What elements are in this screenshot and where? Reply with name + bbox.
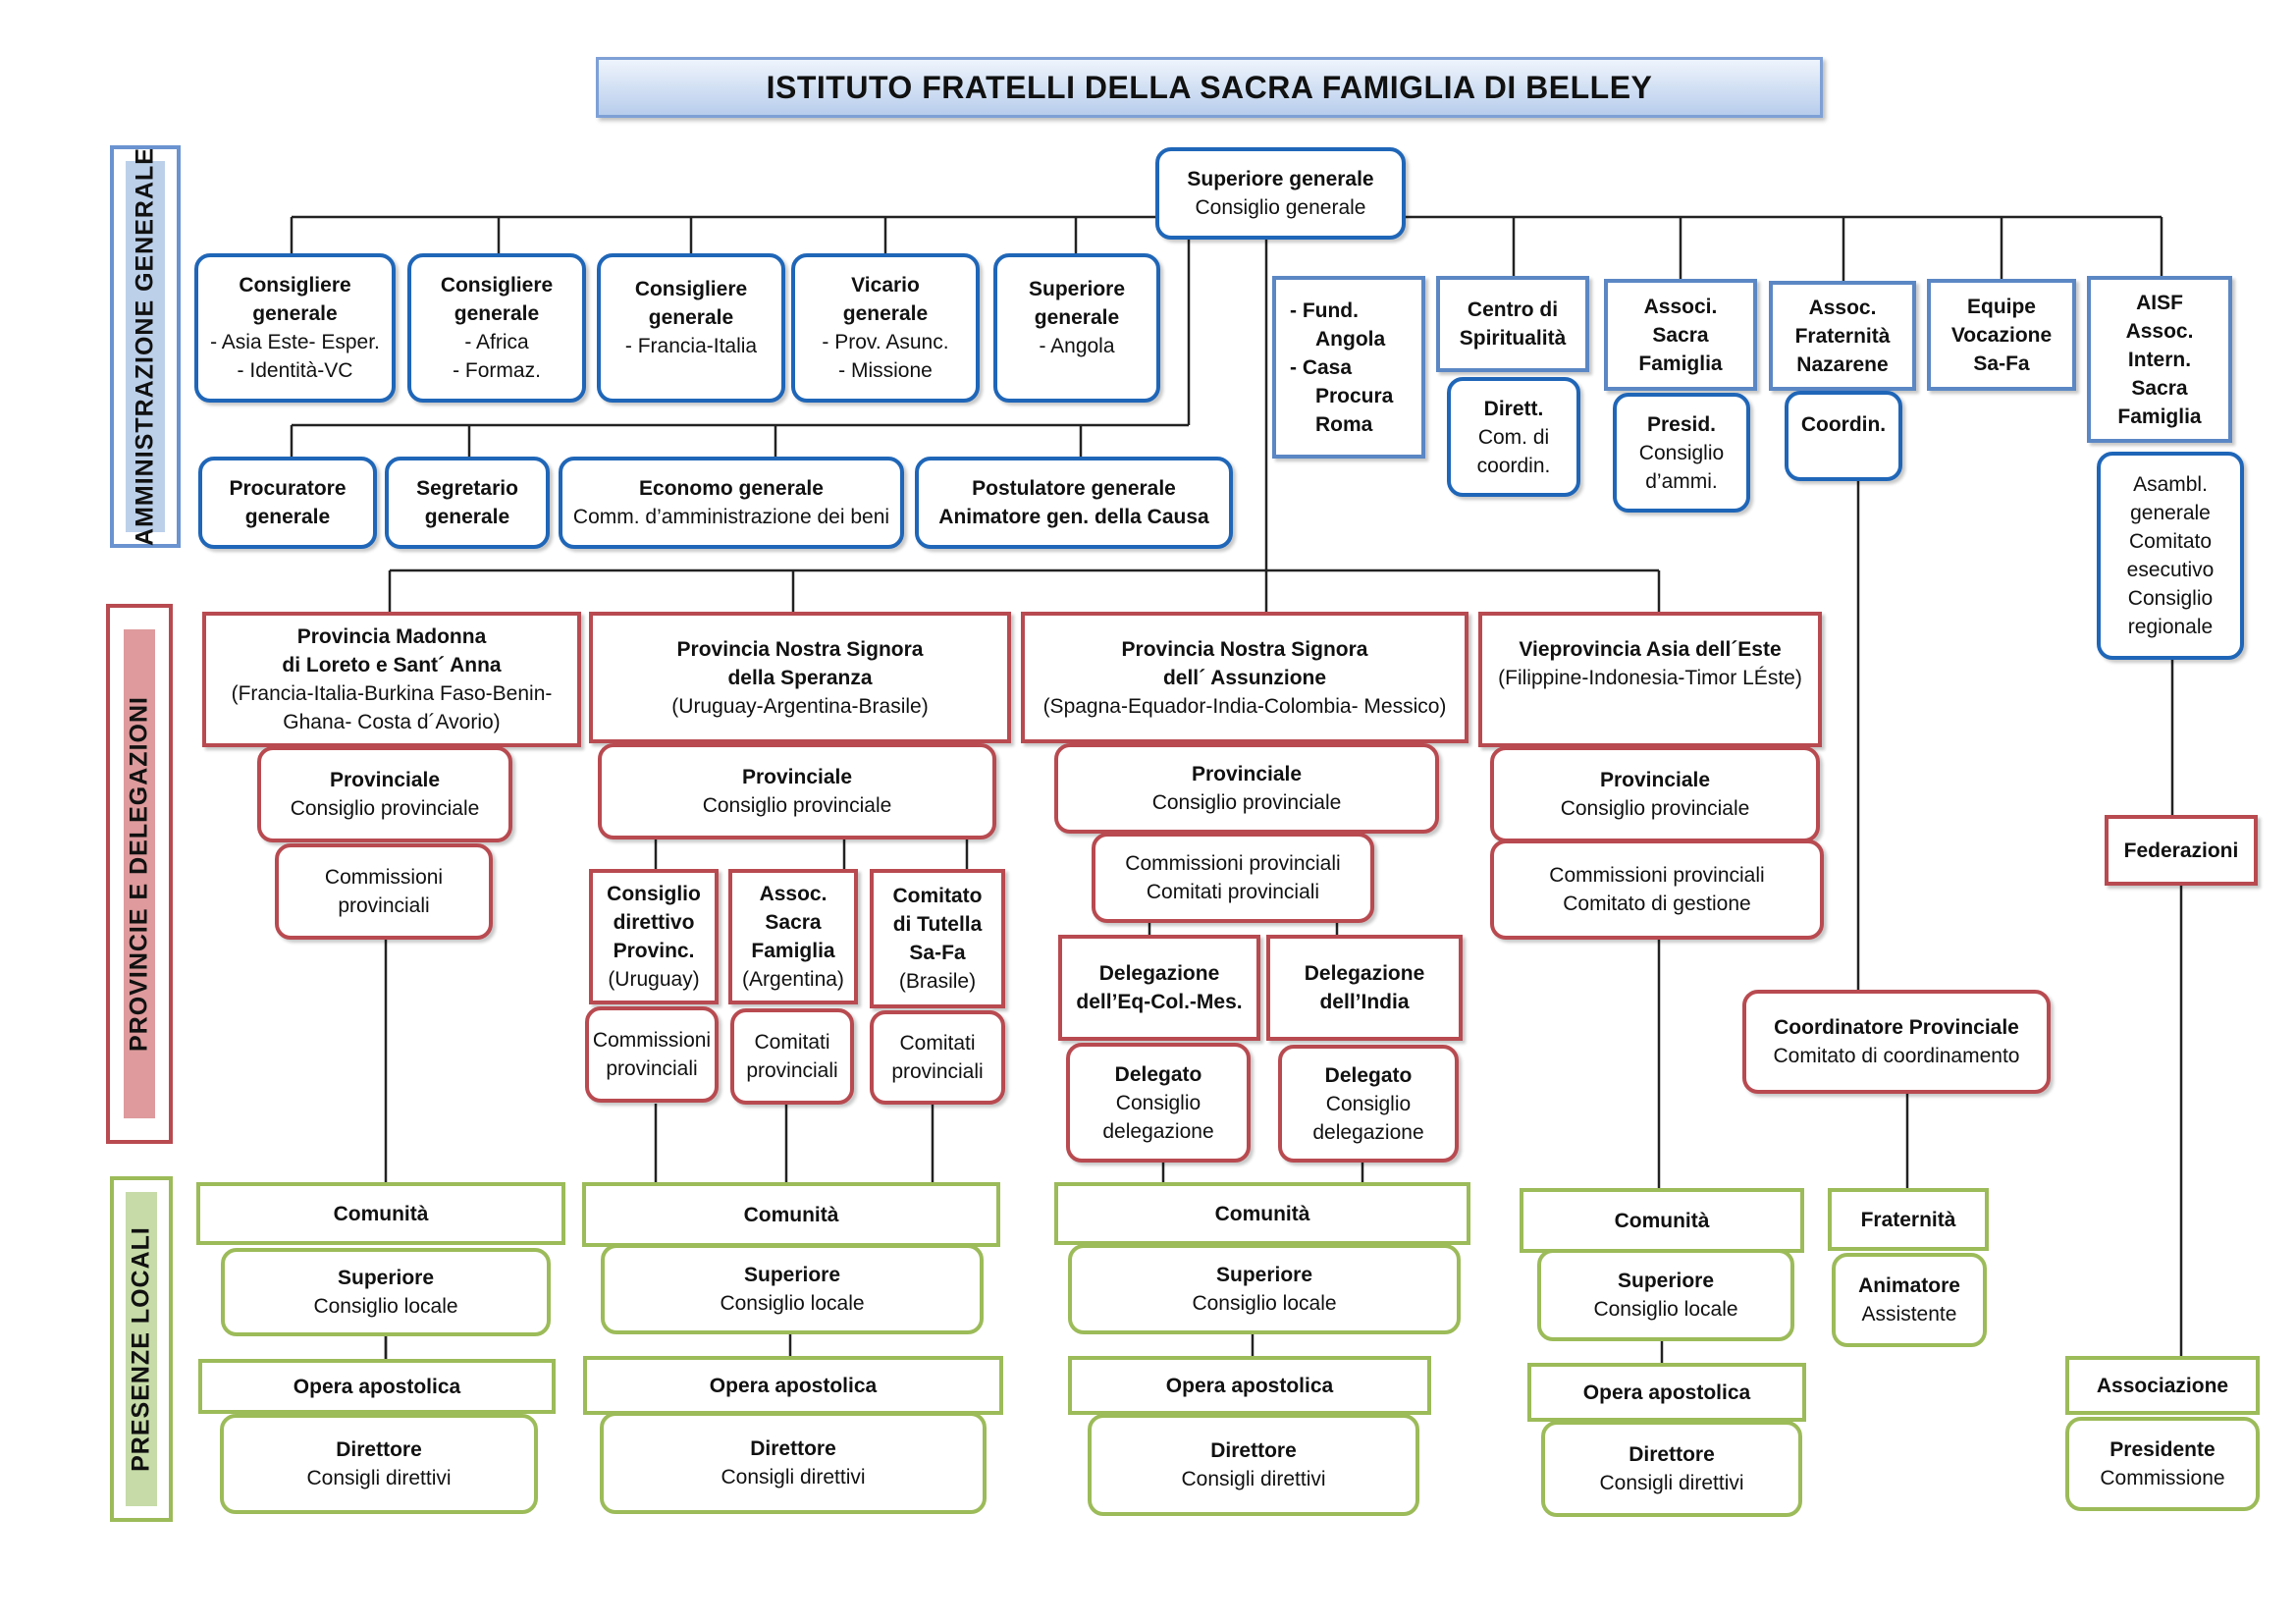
band-local: PRESENZE LOCALI [110, 1176, 173, 1522]
opera-1: Opera apostolica [198, 1359, 556, 1414]
band-admin: AMMINISTRAZIONE GENERALE [110, 145, 181, 548]
band-local-label: PRESENZE LOCALI [127, 1226, 155, 1472]
page-title: ISTITUTO FRATELLI DELLA SACRA FAMIGLIA D… [596, 57, 1823, 118]
comunita-3: Comunità [1054, 1182, 1470, 1245]
comunita-4: Comunità [1520, 1188, 1804, 1253]
fraternita: Fraternità [1828, 1188, 1989, 1251]
federazioni: Federazioni [2105, 815, 2258, 886]
band-province: PROVINCIE E DELEGAZIONI [106, 604, 173, 1144]
band-admin-label: AMMINISTRAZIONE GENERALE [131, 147, 159, 546]
opera-2: Opera apostolica [583, 1356, 1003, 1415]
comunita-2: Comunità [582, 1182, 1000, 1247]
vieprovincia-asia: Vieprovincia Asia dell´Este(Filippine-In… [1478, 612, 1822, 747]
opera-4: Opera apostolica [1527, 1363, 1806, 1422]
opera-3: Opera apostolica [1068, 1356, 1431, 1415]
comunita-1: Comunità [196, 1182, 565, 1245]
associazione: Associazione [2065, 1356, 2260, 1415]
band-province-label: PROVINCIE E DELEGAZIONI [125, 696, 153, 1052]
coordin: Coordin. [1785, 391, 1902, 481]
